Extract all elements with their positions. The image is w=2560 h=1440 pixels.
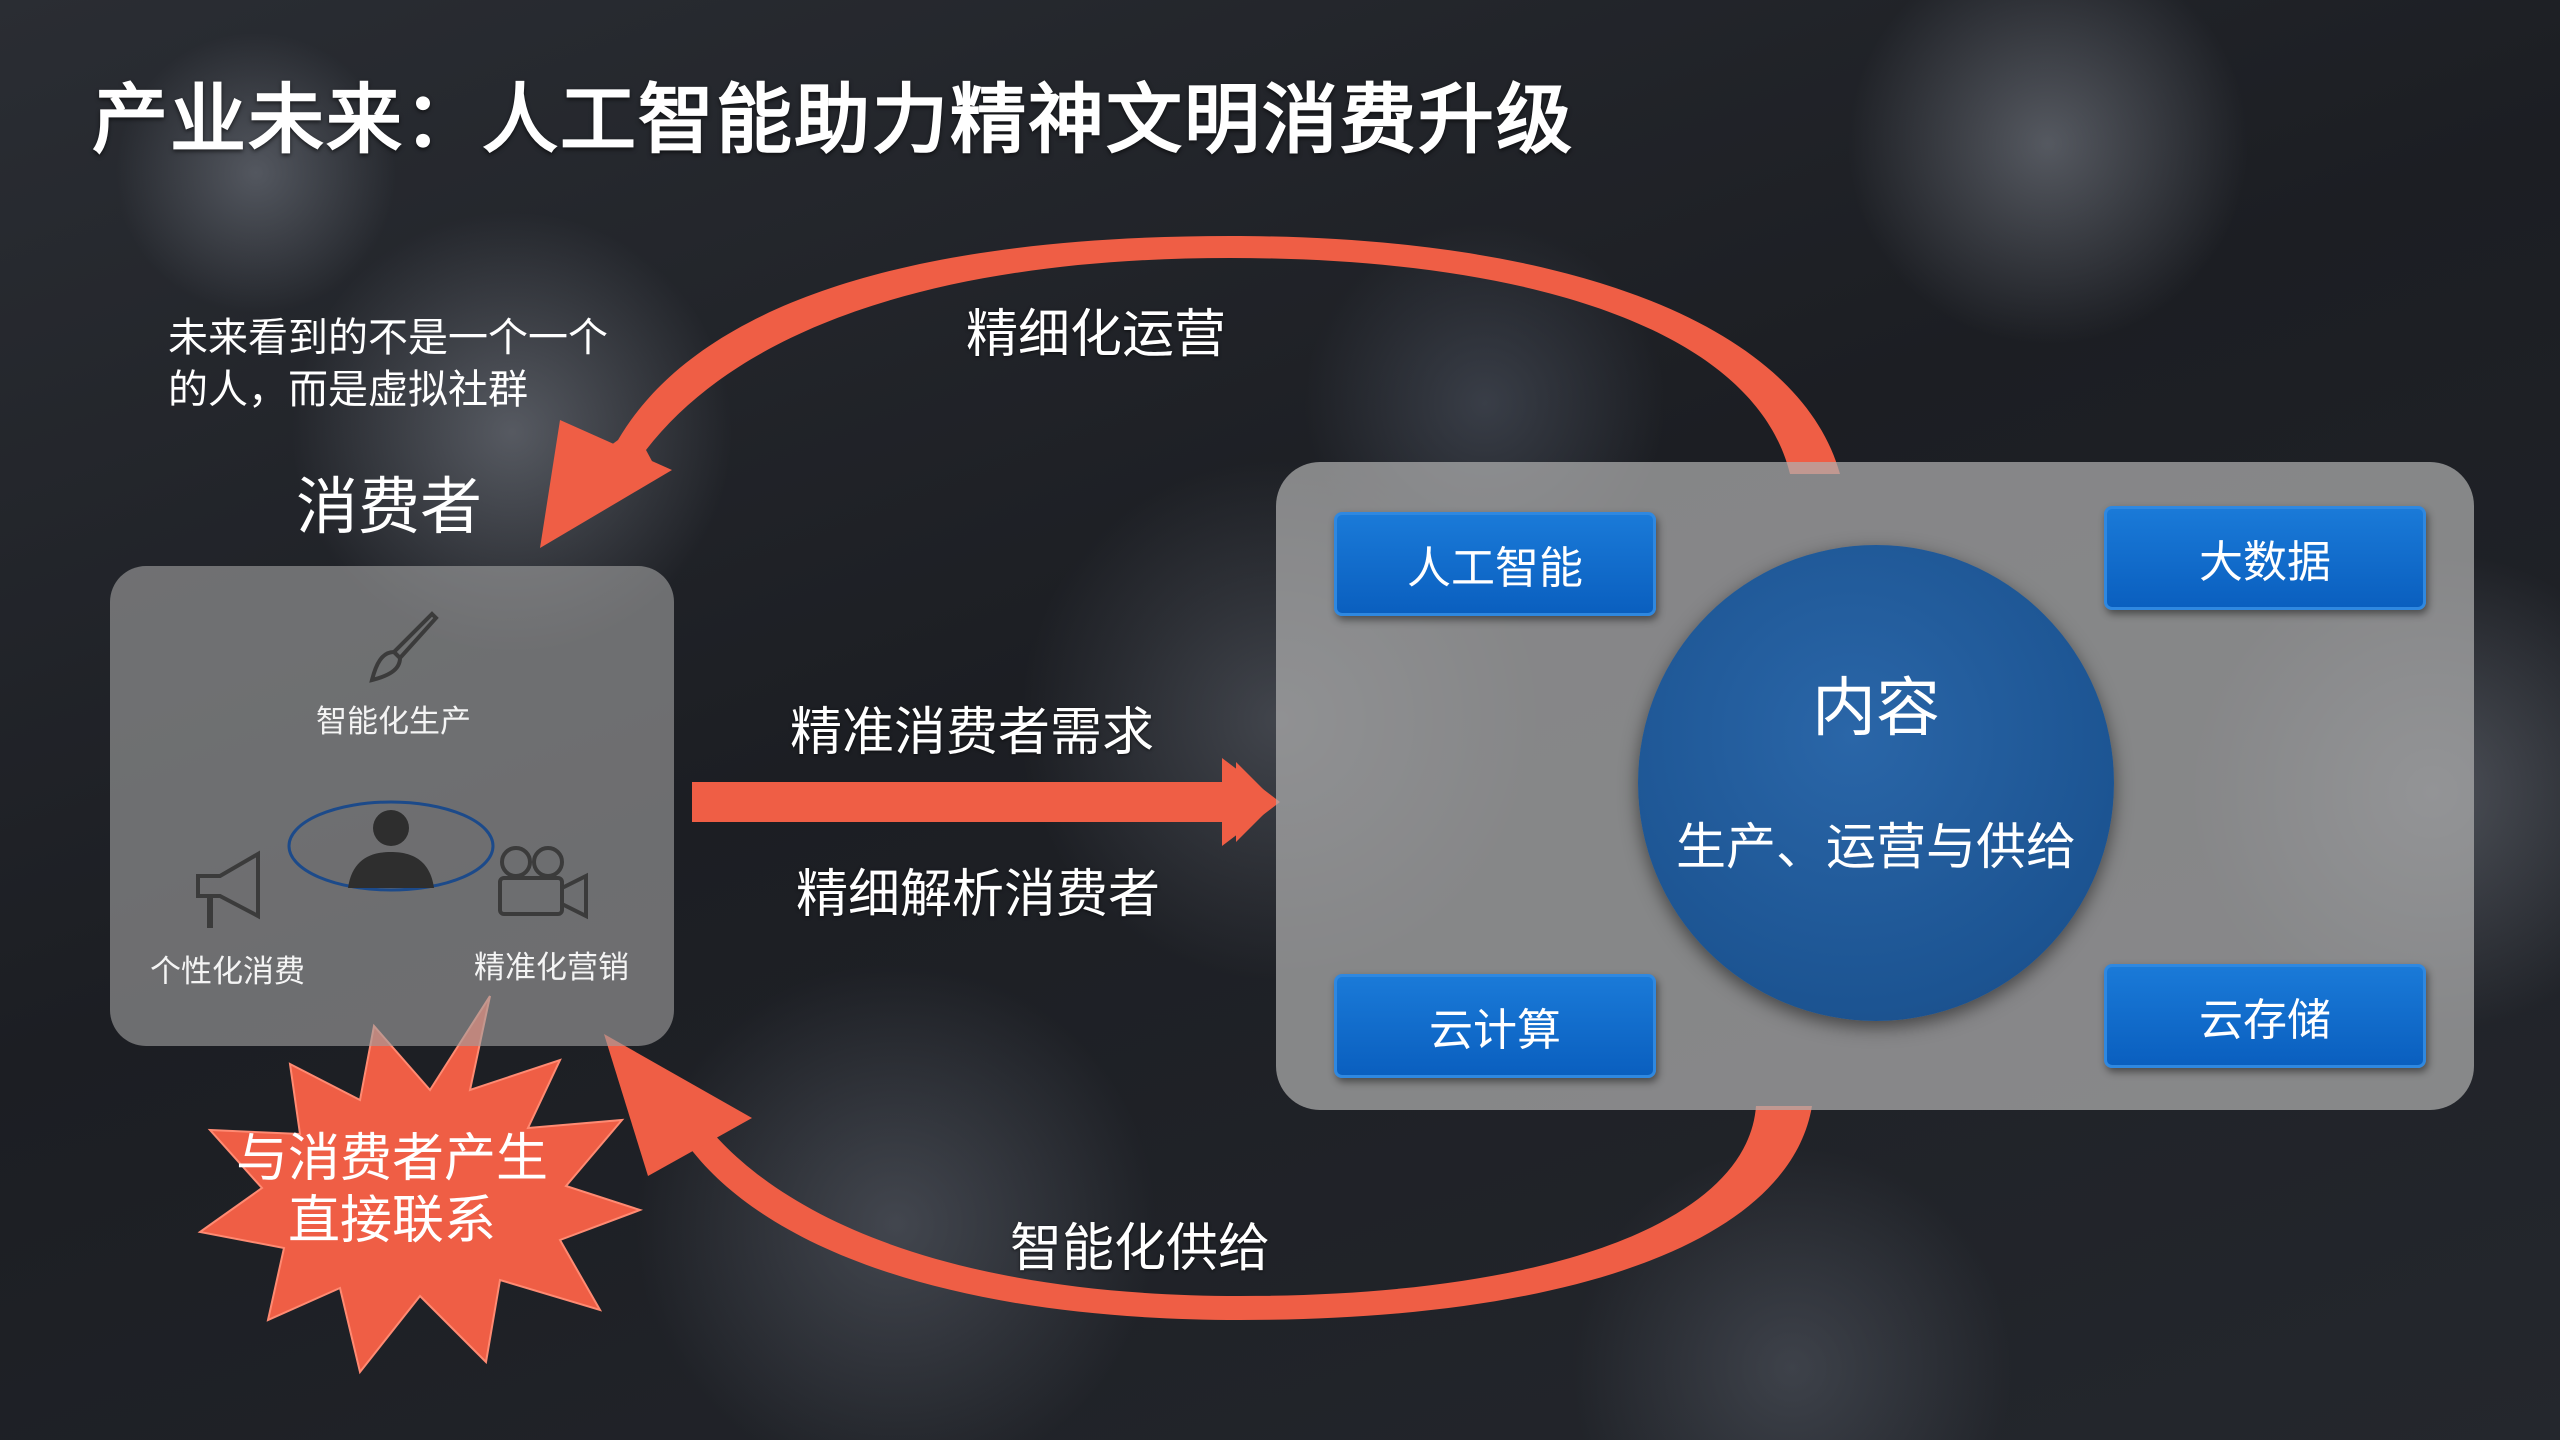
top-arc-arrowhead [540, 420, 672, 548]
cloud-storage-box: 云存储 [2104, 964, 2426, 1068]
starburst-line-2: 直接联系 [287, 1191, 496, 1251]
top-arc-label: 精细化运营 [966, 305, 1227, 365]
bottom-arc-arrowhead [604, 1034, 752, 1176]
consumption-label: 个性化消费 [150, 954, 305, 990]
megaphone-icon [196, 850, 260, 928]
cloud-computing-box: 云计算 [1334, 974, 1656, 1078]
starburst-line-1: 与消费者产生 [235, 1129, 548, 1189]
starburst [197, 995, 644, 1375]
mid-top-label: 精准消费者需求 [790, 703, 1155, 763]
video-camera-icon [498, 846, 588, 920]
content-circle-subtitle: 生产、运营与供给 [1676, 818, 2076, 876]
consumer-panel: 智能化生产 个性化消费 精准化营销 [110, 566, 674, 1046]
bottom-arc-label: 智能化供给 [1010, 1219, 1271, 1279]
consumer-label: 消费者 [296, 470, 483, 543]
ai-box: 人工智能 [1334, 512, 1656, 616]
person-icon [287, 800, 495, 892]
middle-arrow-shaft [692, 782, 1252, 822]
starburst-text: 与消费者产生 直接联系 [212, 1128, 572, 1252]
brush-icon [369, 611, 439, 683]
content-circle: 内容 生产、运营与供给 [1638, 545, 2114, 1021]
production-label: 智能化生产 [316, 704, 471, 740]
content-circle-title: 内容 [1812, 672, 1940, 746]
page-title: 产业未来：人工智能助力精神文明消费升级 [92, 75, 1574, 164]
top-arc-arrow [580, 236, 1840, 476]
mid-bottom-label: 精细解析消费者 [796, 865, 1161, 925]
big-data-box: 大数据 [2104, 506, 2426, 610]
marketing-label: 精准化营销 [474, 950, 629, 986]
community-note: 未来看到的不是一个一个的人，而是虚拟社群 [168, 315, 608, 413]
